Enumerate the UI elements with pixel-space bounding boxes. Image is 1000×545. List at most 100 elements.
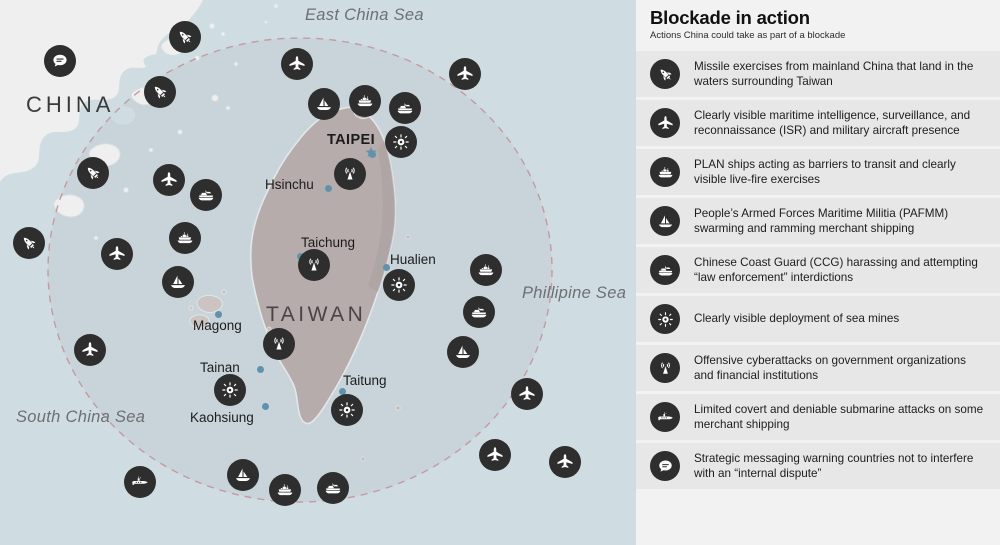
sea-label-east-china-sea: East China Sea [305, 6, 424, 24]
map-marker-missile[interactable] [169, 21, 201, 53]
map-marker-aircraft[interactable] [281, 48, 313, 80]
legend-row[interactable]: Clearly visible deployment of sea mines [636, 296, 1000, 342]
sea-mine-icon [338, 401, 356, 419]
aircraft-icon [81, 341, 99, 359]
legend-row-text: Chinese Coast Guard (CCG) harassing and … [694, 255, 978, 284]
map-marker-cyber[interactable] [334, 158, 366, 190]
legend-row[interactable]: Limited covert and deniable submarine at… [636, 394, 1000, 440]
cyber-icon [305, 256, 323, 274]
map-marker-aircraft[interactable] [511, 378, 543, 410]
blockade-ring [47, 37, 553, 503]
aircraft-icon [556, 453, 574, 471]
city-dot-tainan [257, 366, 264, 373]
map-marker-cutter[interactable] [389, 92, 421, 124]
country-label-china: CHINA [26, 92, 115, 117]
sailboat-icon [315, 95, 333, 113]
sea-mine-icon [221, 381, 239, 399]
legend-row[interactable]: Chinese Coast Guard (CCG) harassing and … [636, 247, 1000, 293]
map-marker-warship[interactable] [470, 254, 502, 286]
map-marker-sea-mine[interactable] [214, 374, 246, 406]
city-label-taitung: Taitung [343, 373, 387, 388]
aircraft-icon [288, 55, 306, 73]
legend-row-text: Strategic messaging warning countries no… [694, 451, 974, 480]
panel-subtitle: Actions China could take as part of a bl… [650, 30, 846, 42]
map-marker-message[interactable] [44, 45, 76, 77]
legend-row[interactable]: Clearly visible maritime intelligence, s… [636, 100, 1000, 146]
map-marker-sailboat[interactable] [447, 336, 479, 368]
cyber-icon [341, 165, 359, 183]
cutter-icon [324, 479, 342, 497]
cyber-icon [650, 353, 680, 383]
missile-icon [176, 28, 194, 46]
legend-row-text: Offensive cyberattacks on government org… [694, 353, 966, 382]
message-icon [51, 52, 69, 70]
map-marker-missile[interactable] [144, 76, 176, 108]
sea-label-south-china-sea: South China Sea [16, 408, 146, 426]
legend-row[interactable]: People’s Armed Forces Maritime Militia (… [636, 198, 1000, 244]
map-marker-sea-mine[interactable] [383, 269, 415, 301]
warship-icon [276, 481, 294, 499]
sailboat-icon [169, 273, 187, 291]
map-marker-cyber[interactable] [298, 249, 330, 281]
legend-row-text: Clearly visible deployment of sea mines [694, 312, 900, 326]
city-dot-magong [215, 311, 222, 318]
map-marker-missile[interactable] [77, 157, 109, 189]
map-marker-cyber[interactable] [263, 328, 295, 360]
cutter-icon [470, 303, 488, 321]
message-icon [650, 451, 680, 481]
city-dot-hualien [383, 264, 390, 271]
warship-icon [650, 157, 680, 187]
map-marker-aircraft[interactable] [549, 446, 581, 478]
map-marker-missile[interactable] [13, 227, 45, 259]
missile-icon [84, 164, 102, 182]
sea-mine-icon [392, 133, 410, 151]
legend-panel: Blockade in action Actions China could t… [636, 0, 1000, 545]
map-marker-sailboat[interactable] [308, 88, 340, 120]
missile-icon [151, 83, 169, 101]
sea-label-philippine-sea: Phillipine Sea [522, 284, 627, 302]
map-marker-sailboat[interactable] [227, 459, 259, 491]
cutter-icon [396, 99, 414, 117]
cutter-icon [197, 186, 215, 204]
map-marker-cutter[interactable] [463, 296, 495, 328]
legend-row-text: Clearly visible maritime intelligence, s… [694, 108, 971, 137]
missile-icon [20, 234, 38, 252]
legend-row-text: PLAN ships acting as barriers to transit… [694, 157, 956, 186]
map-marker-warship[interactable] [349, 85, 381, 117]
legend-row[interactable]: PLAN ships acting as barriers to transit… [636, 149, 1000, 195]
city-label-taichung: Taichung [301, 235, 356, 250]
island-label-taiwan: TAIWAN [266, 303, 367, 326]
legend-row-list: Missile exercises from mainland China th… [636, 51, 1000, 492]
aircraft-icon [456, 65, 474, 83]
map-marker-sailboat[interactable] [162, 266, 194, 298]
map-marker-warship[interactable] [269, 474, 301, 506]
map-marker-aircraft[interactable] [449, 58, 481, 90]
aircraft-icon [486, 446, 504, 464]
map-marker-sea-mine[interactable] [385, 126, 417, 158]
map-marker-sea-mine[interactable] [331, 394, 363, 426]
map-marker-cutter[interactable] [190, 179, 222, 211]
city-label-tainan: Tainan [200, 360, 240, 375]
legend-row[interactable]: Offensive cyberattacks on government org… [636, 345, 1000, 391]
map-marker-cutter[interactable] [317, 472, 349, 504]
penghu-islands [188, 289, 227, 329]
map-marker-warship[interactable] [169, 222, 201, 254]
legend-row-text: Limited covert and deniable submarine at… [694, 402, 984, 431]
cyber-icon [270, 335, 288, 353]
map-marker-aircraft[interactable] [74, 334, 106, 366]
sailboat-icon [650, 206, 680, 236]
aircraft-icon [518, 385, 536, 403]
map-marker-aircraft[interactable] [153, 164, 185, 196]
map-marker-aircraft[interactable] [479, 439, 511, 471]
legend-row[interactable]: Strategic messaging warning countries no… [636, 443, 1000, 489]
submarine-icon [650, 402, 680, 432]
submarine-icon [131, 473, 149, 491]
aircraft-icon [108, 245, 126, 263]
map-marker-aircraft[interactable] [101, 238, 133, 270]
city-label-magong: Magong [193, 318, 242, 333]
sailboat-icon [234, 466, 252, 484]
city-dot-kaohsiung [262, 403, 269, 410]
legend-row[interactable]: Missile exercises from mainland China th… [636, 51, 1000, 97]
map-marker-submarine[interactable] [124, 466, 156, 498]
sea-mine-icon [390, 276, 408, 294]
